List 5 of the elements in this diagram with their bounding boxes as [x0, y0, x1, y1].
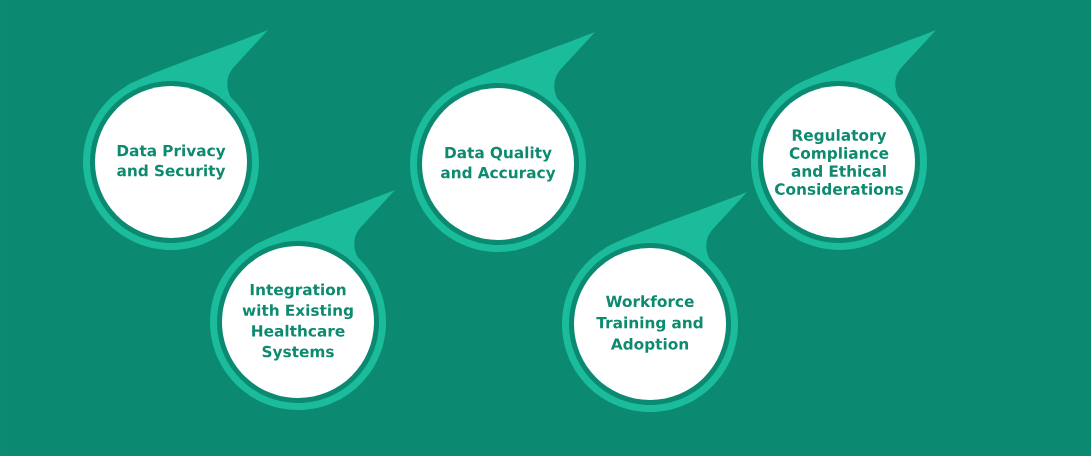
speech-bubble: Integration with Existing Healthcare Systems [210, 190, 395, 410]
speech-bubble: Workforce Training and Adoption [562, 192, 747, 412]
speech-bubble: Data Quality and Accuracy [410, 32, 595, 252]
speech-bubble: Data Privacy and Security [83, 30, 268, 250]
speech-bubble: Regulatory Compliance and Ethical Considerations [751, 30, 936, 250]
